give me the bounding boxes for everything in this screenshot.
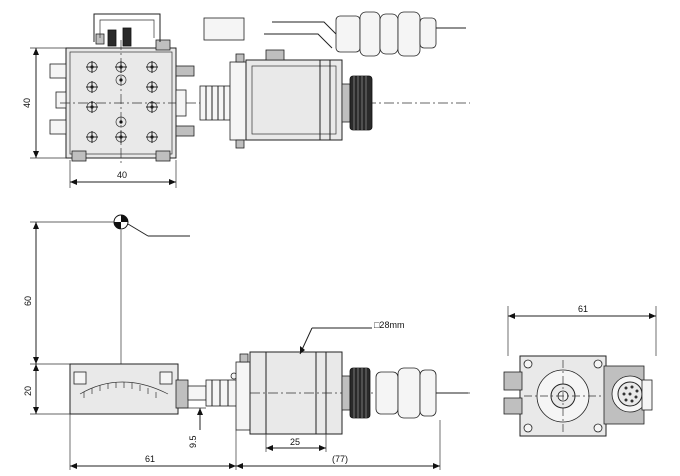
center-marker — [113, 214, 190, 237]
side-height-upper-label: 60 — [23, 296, 33, 306]
manual-knob-side — [341, 367, 371, 419]
dim-motor-25: 25 — [265, 434, 327, 452]
stepper-motor-top — [245, 49, 343, 141]
dim-top-width: 40 — [69, 160, 177, 188]
cable-connector-top — [335, 11, 466, 57]
motor-size-callout: □28mm — [299, 320, 404, 355]
dim-end-width: 61 — [507, 304, 657, 356]
offset-label: 9.5 — [188, 435, 198, 448]
motor-size-label: □28mm — [374, 320, 404, 330]
stage-side-body — [69, 363, 179, 415]
coupling — [199, 85, 231, 121]
top-width-label: 40 — [117, 170, 127, 180]
manual-knob-top — [341, 75, 373, 131]
end-width-label: 61 — [578, 304, 588, 314]
dim-side-60: 60 — [23, 222, 39, 364]
mounting-holes — [86, 61, 158, 143]
dim-side-20: 20 — [23, 363, 70, 415]
width-left-label: 61 — [145, 454, 155, 464]
motor-length-label: 25 — [290, 437, 300, 447]
connector-block — [203, 17, 245, 41]
connector-end — [603, 365, 653, 425]
end-view: 61 — [503, 304, 657, 437]
width-right-label: (77) — [332, 454, 348, 464]
coupling-side — [205, 372, 241, 407]
dim-bottom-widths: 61 (77) — [69, 414, 441, 470]
top-view: 40 40 — [22, 11, 470, 188]
dim-offset-9-5: 9.5 — [176, 407, 206, 448]
side-view: □28mm 60 20 9.5 25 — [23, 214, 470, 470]
cable-connector-side — [375, 367, 468, 419]
side-height-lower-label: 20 — [23, 386, 33, 396]
top-height-label: 40 — [22, 98, 32, 108]
top-screws — [95, 27, 132, 47]
dim-top-height: 40 — [22, 47, 66, 159]
